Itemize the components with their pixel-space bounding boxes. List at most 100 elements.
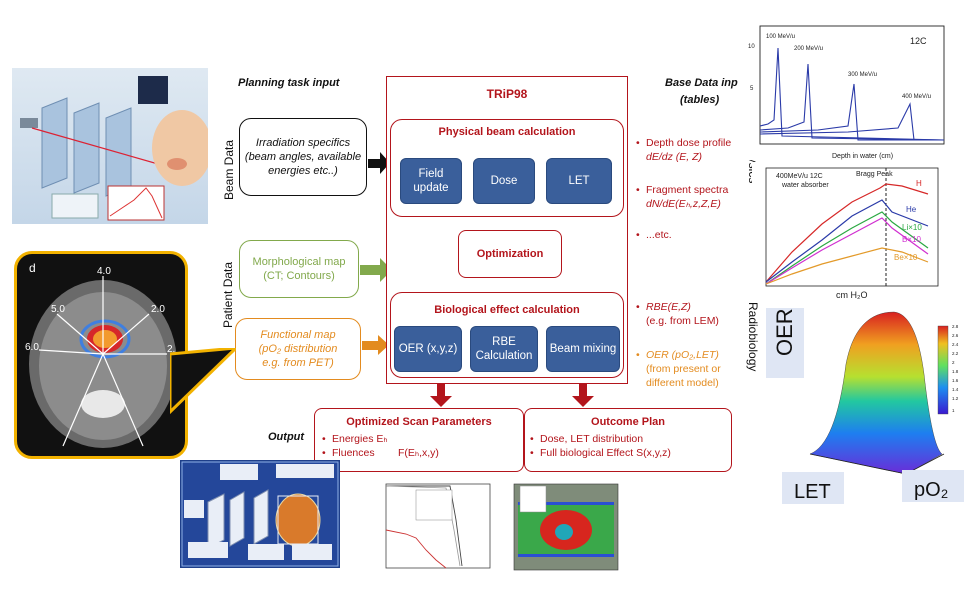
rbe-item: •RBE(E,Z) (e.g. from LEM) — [636, 301, 719, 328]
detector-schematic — [180, 460, 340, 568]
oer-surface-plot: OER 2.8 2.6 2.4 2.2 2 1.8 1.6 1.4 1.2 1 … — [766, 304, 966, 504]
frag-header2: water absorber — [781, 182, 829, 189]
ct-angle-5: 2. — [167, 344, 175, 355]
physics-ytick-2: 5 — [750, 86, 754, 92]
let-axis-label: LET — [794, 481, 831, 503]
peak-200: 200 MeV/u — [794, 46, 823, 52]
scale-3: 2.2 — [952, 351, 959, 356]
ct-panel-letter: d — [29, 261, 36, 275]
depth-dose-item: •Depth dose profile dE/dz (E, Z) — [636, 137, 732, 164]
scale-2: 2.4 — [952, 342, 959, 347]
series-he: He — [906, 205, 917, 214]
depth-line-1: Depth dose profile — [646, 137, 732, 149]
scan-params-list: •Energies Eₕ •Fluences F(Eₕ,x,y) — [322, 433, 439, 460]
etc-item: •...etc. — [636, 229, 672, 241]
dose-box: Dose — [473, 158, 535, 204]
scan-item-2: Fluences F(Eₕ,x,y) — [332, 447, 439, 460]
po2-axis-bg — [902, 470, 964, 502]
beam-mixing-box: Beam mixing — [546, 326, 620, 372]
let-axis-bg — [782, 472, 844, 504]
oer-line-1: OER (pO₂,LET) — [646, 349, 719, 361]
scale-6: 1.6 — [952, 378, 959, 383]
planning-header: Planning task input — [238, 77, 340, 89]
physics-ytick-1: 10 — [748, 44, 755, 50]
po2-axis-label: pO₂ — [914, 479, 948, 501]
depth-line-2: dE/dz (E, Z) — [646, 151, 703, 164]
scale-8: 1.2 — [952, 396, 959, 401]
irradiation-line-1: Irradiation specifics — [255, 136, 351, 149]
plan-item-1: Dose, LET distribution — [540, 433, 644, 445]
outcome-plan-box — [524, 408, 732, 472]
trip98-title: TRiP98 — [486, 87, 528, 101]
ct-angle-2: 5.0 — [51, 304, 65, 315]
peak-300: 300 MeV/u — [848, 72, 877, 78]
field-update-box: Field update — [400, 158, 462, 204]
series-be: Be×10 — [894, 253, 918, 262]
base-data-subheader: (tables) — [680, 94, 720, 106]
oer-colorbar — [937, 325, 949, 415]
fragment-line-1: Fragment spectra — [646, 184, 729, 196]
fragment-line-2: dN/dE(Eₕ,z,Z,E) — [646, 198, 721, 211]
irradiation-line-3: energies etc..) — [268, 165, 338, 178]
series-h: H — [916, 179, 922, 188]
scale-7: 1.4 — [952, 387, 959, 392]
peak-100: 100 MeV/u — [766, 34, 795, 40]
down-arrow-right — [572, 396, 594, 407]
series-b: B×10 — [902, 235, 921, 244]
scan-params-title: Optimized Scan Parameters — [346, 416, 492, 428]
ct-angle-4: 6.0 — [25, 342, 39, 353]
frag-header: 400MeV/u 12C — [776, 173, 823, 180]
dose-map — [504, 480, 622, 582]
physics-depth-dose-plot: 100 MeV/u 200 MeV/u 300 MeV/u 400 MeV/u … — [738, 18, 950, 160]
scale-9: 1 — [952, 408, 955, 413]
beamline-illustration — [12, 68, 208, 224]
func-box: Functional map (pO₂ distribution e.g. fr… — [235, 318, 361, 380]
fragment-item: •Fragment spectra dN/dE(Eₕ,z,Z,E) — [636, 184, 729, 211]
beam-arrow — [380, 152, 390, 174]
bragg-peak-label: Bragg Peak — [856, 171, 893, 178]
fragment-plot: 400MeV/u 12C water absorber Bragg Peak H… — [752, 162, 944, 302]
peak-400: 400 MeV/u — [902, 94, 931, 100]
ion-label: 12C — [910, 36, 927, 46]
ct-callout — [170, 348, 236, 415]
etc-text: ...etc. — [646, 229, 672, 241]
dvh-plot — [376, 480, 494, 580]
scale-5: 1.8 — [952, 369, 959, 374]
scale-4: 2 — [952, 360, 955, 365]
scan-item-1: Energies Eₕ — [332, 433, 388, 445]
ct-angle-1: 4.0 — [97, 266, 111, 277]
let-box: LET — [546, 158, 612, 204]
morph-box: Morphological map (CT; Contours) — [239, 240, 359, 298]
ct-image: d 4.0 5.0 2.0 6.0 2. — [14, 251, 188, 459]
irradiation-line-2: (beam angles, available — [244, 150, 362, 163]
plan-item-2: Full biological Effect S(x,y,z) — [540, 447, 671, 460]
oer-axis-bg — [766, 308, 804, 378]
func-line-3: e.g. from PET) — [262, 357, 334, 370]
rbe-box: RBE Calculation — [470, 326, 538, 372]
oer-line-2: (from present or — [646, 363, 721, 376]
morph-line-1: Morphological map — [252, 255, 346, 268]
scan-params-box — [314, 408, 524, 472]
down-arrow-left — [430, 396, 452, 407]
oer-box: OER (x,y,z) — [394, 326, 462, 372]
oer-line-3: different model) — [646, 377, 719, 390]
series-li: Li×10 — [902, 223, 922, 232]
scale-1: 2.6 — [952, 333, 959, 338]
rbe-line-2: (e.g. from LEM) — [646, 315, 719, 328]
frag-xlabel: cm H₂O — [836, 290, 868, 300]
outcome-plan-title: Outcome Plan — [591, 416, 665, 428]
func-arrow — [378, 335, 389, 355]
morph-line-2: (CT; Contours) — [263, 270, 335, 282]
oer-axis-label: OER — [772, 308, 797, 356]
rbe-line-1: RBE(E,Z) — [646, 301, 691, 313]
optimization-label: Optimization — [476, 248, 544, 260]
oer-item: •OER (pO₂,LET) (from present or differen… — [636, 349, 721, 390]
optimization-box — [458, 230, 562, 278]
scale-0: 2.8 — [952, 324, 959, 329]
irradiation-box: Irradiation specifics (beam angles, avai… — [239, 118, 367, 196]
ct-angle-3: 2.0 — [151, 304, 165, 315]
output-header: Output — [268, 431, 305, 443]
physics-xlabel: Depth in water (cm) — [832, 153, 893, 160]
func-line-1: Functional map — [260, 328, 336, 341]
physical-title: Physical beam calculation — [438, 126, 576, 138]
